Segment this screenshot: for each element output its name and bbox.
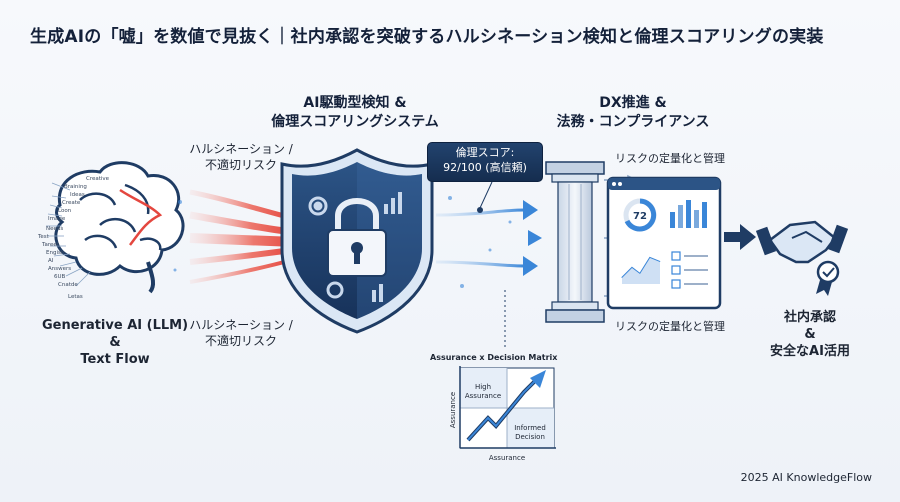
brain-icon [54,161,185,294]
detection-flow-arrows [435,181,542,350]
matrix-title: Assurance x Decision Matrix [430,353,558,362]
approval-label: 社内承認 & 安全なAI活用 [760,310,860,361]
brain-word: AI [48,258,54,264]
matrix-informed-label: Informed [514,424,546,432]
risk-label-bottom: ハルシネーション / 不適切リスク [186,318,296,349]
pillar-icon [545,161,605,323]
brain-word: Creative [86,176,110,182]
brain-word: Create [62,200,81,206]
system-header-line2: 倫理スコアリングシステム [271,113,439,130]
system-header: AI駆動型検知 & 倫理スコアリングシステム [270,94,440,132]
approval-line3: 安全なAI活用 [770,343,850,359]
score-line1: 倫理スコア: [455,146,515,159]
llm-label-line2: & [109,334,121,350]
matrix-high-label: High [475,383,491,391]
dx-header-line2: 法務・コンプライアンス [556,113,710,130]
brain-word: Test [37,234,50,240]
llm-label: Generative AI (LLM) & Text Flow [30,318,200,369]
brain-word: Letas [68,294,83,300]
lock-icon [327,198,387,277]
matrix-high-label2: Assurance [465,392,501,400]
risk-top-line1: ハルシネーション / [189,142,293,156]
approval-arrow [724,224,756,250]
llm-label-line3: Text Flow [80,351,150,367]
gear-icon [308,196,344,299]
dashboard-gauge-value: 72 [633,211,647,222]
system-header-line1: AI駆動型検知 & [303,95,407,111]
footer-credit: 2025 AI KnowledgeFlow [740,471,872,484]
approval-line1: 社内承認 [783,310,836,325]
brain-word: Tareet [41,242,60,248]
dx-header: DX推進 & 法務・コンプライアンス [548,94,718,132]
matrix-y-axis-label: Assurance [449,392,457,428]
llm-label-line1: Generative AI (LLM) [41,318,189,333]
sparkle-dots [173,196,512,288]
dashboard-top-label: リスクの定量化と管理 [615,152,725,165]
approval-line2: & [804,326,816,342]
score-line2: 92/100 (高信頼) [443,160,527,174]
brain-word: Ideas [70,192,85,198]
risk-bottom-line2: 不適切リスク [204,333,277,348]
brain-word: Braining [64,184,87,190]
risk-top-line2: 不適切リスク [204,157,277,172]
brain-word: 6UB [54,274,66,280]
brain-word: Needs [46,226,63,232]
brain-word: Cnatde [58,282,78,288]
handshake-icon [755,220,849,296]
ethics-score-badge: 倫理スコア: 92/100 (高信頼) [427,142,543,182]
matrix-informed-label2: Decision [515,433,545,441]
risk-bottom-line1: ハルシネーション / [189,318,293,332]
dashboard-bottom-label: リスクの定量化と管理 [615,320,725,333]
assurance-matrix [459,366,556,449]
matrix-x-axis-label: Assurance [489,454,525,462]
brain-word: Engish [46,250,65,256]
brain-word: Loon [58,208,72,214]
dashboard-panel [606,176,722,310]
dx-header-line1: DX推進 & [599,95,667,111]
risk-label-top: ハルシネーション / 不適切リスク [186,142,296,173]
brain-connectors [46,182,91,287]
brain-word: Answers [48,266,71,272]
page-title: 生成AIの「嘘」を数値で見抜く｜社内承認を突破するハルシネーション検知と倫理スコ… [30,27,824,47]
bar-chart-icon [372,192,402,302]
brain-word: Image [48,216,66,222]
brain-word-cloud: CreativeBrainingIdeasCreateLoonImageNeed… [37,176,110,300]
